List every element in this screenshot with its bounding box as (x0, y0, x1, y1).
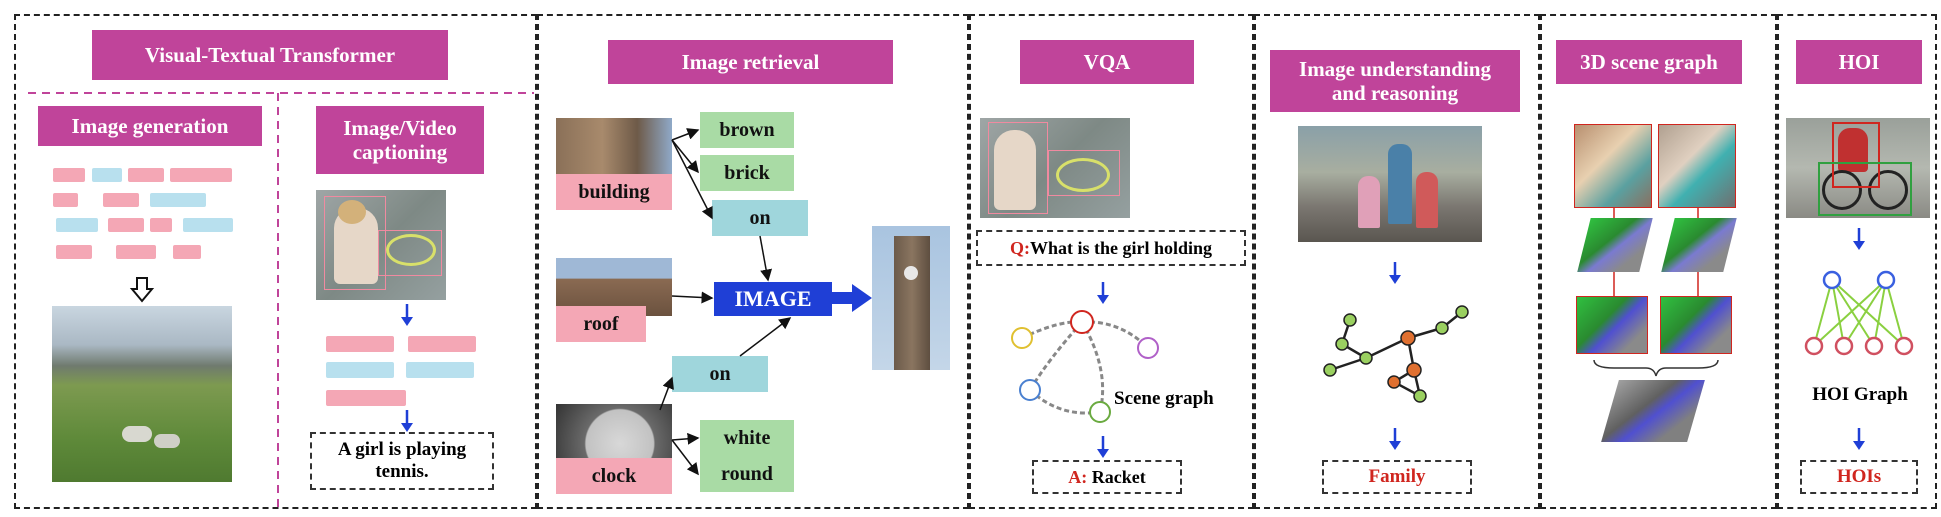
captioning-title: Image/Video captioning (316, 106, 484, 174)
label-round: round (700, 456, 794, 492)
tennis-girl-image (316, 190, 446, 300)
building-thumbnail (556, 118, 672, 180)
family-photo (1298, 126, 1482, 242)
question-prefix: Q: (1009, 237, 1030, 258)
hollow-down-arrow (129, 277, 155, 303)
caption-arrow-2 (401, 410, 413, 432)
image-generation-title: Image generation (38, 106, 262, 146)
hoi-graph-label: HOI Graph (1812, 384, 1908, 405)
caption-arrow-1 (401, 304, 413, 326)
scene-graph-label: Scene graph (1114, 388, 1214, 409)
question-text: What is the girl holding (1029, 237, 1213, 258)
generated-landscape-image (52, 306, 232, 482)
scene3d-title: 3D scene graph (1556, 40, 1742, 84)
panel-vqa (969, 14, 1254, 509)
panel-image-understanding (1254, 14, 1540, 509)
label-white: white (700, 420, 794, 456)
panel-visual-textual-transformer (14, 14, 537, 509)
image-node: IMAGE (714, 282, 832, 316)
hoi-output: HOIs (1800, 460, 1918, 494)
panel-hoi (1777, 14, 1937, 509)
reasoning-graph (1323, 305, 1469, 403)
answer-text: Racket (1087, 466, 1146, 487)
hoi-arrow-2 (1853, 428, 1865, 450)
panel-3d-scene-graph (1540, 14, 1777, 509)
vqa-answer: A: Racket (1032, 460, 1182, 494)
image-retrieval-title: Image retrieval (608, 40, 893, 84)
vqa-title: VQA (1020, 40, 1194, 84)
reasoning-title: Image understanding and reasoning (1270, 50, 1520, 112)
label-on-top: on (712, 200, 808, 236)
caption-token-blocks (326, 332, 476, 412)
scene3d-views (1574, 124, 1740, 444)
hoi-graph (1804, 270, 1914, 356)
label-brick: brick (700, 155, 794, 191)
hoi-arrow-1 (1853, 228, 1865, 250)
reasoning-arrow-1 (1389, 262, 1401, 284)
clock-tower-image (872, 226, 950, 370)
vqa-scene-graph (1011, 310, 1159, 423)
label-brown: brown (700, 112, 794, 148)
label-building: building (556, 174, 672, 210)
caption-output: A girl is playing tennis. (310, 432, 494, 490)
vqa-arrow-1 (1097, 282, 1109, 304)
text-embedding-blocks (48, 160, 238, 270)
vqa-question: Q:What is the girl holding (976, 230, 1246, 266)
reasoning-output: Family (1322, 460, 1472, 494)
vt-title: Visual-Textual Transformer (92, 30, 448, 80)
reasoning-arrow-2 (1389, 428, 1401, 450)
label-on-bottom: on (672, 356, 768, 392)
scene3d-connectors (1593, 208, 1719, 377)
vt-divider (28, 92, 534, 510)
label-roof: roof (556, 306, 646, 342)
vqa-arrow-2 (1097, 436, 1109, 458)
hoi-title: HOI (1796, 40, 1922, 84)
panel-image-retrieval (537, 14, 969, 509)
answer-prefix: A: (1068, 466, 1088, 487)
hoi-cyclist-image (1786, 118, 1930, 218)
label-clock: clock (556, 458, 672, 494)
vqa-tennis-image (980, 118, 1130, 218)
